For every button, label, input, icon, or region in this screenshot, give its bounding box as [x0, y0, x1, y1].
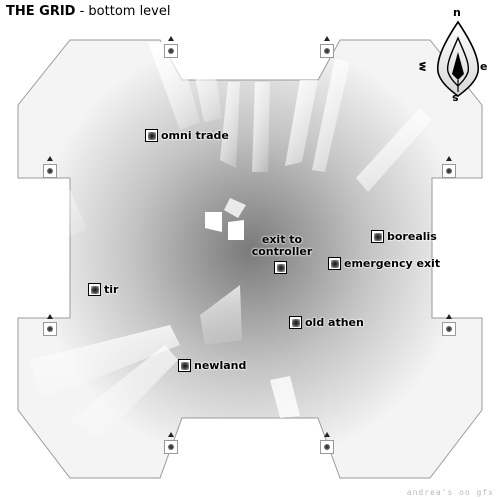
compass-rose-icon	[436, 20, 480, 98]
location-label: borealis	[387, 230, 437, 243]
door-marker-icon[interactable]	[43, 164, 57, 178]
door-arrow-icon	[47, 156, 53, 161]
door-arrow-icon	[446, 314, 452, 319]
door-marker-icon[interactable]	[164, 44, 178, 58]
location-label: old athen	[305, 316, 364, 329]
location-borealis[interactable]: borealis	[371, 230, 437, 243]
door-arrow-icon	[446, 156, 452, 161]
location-emergency-exit[interactable]: emergency exit	[328, 257, 440, 270]
location-marker-icon	[178, 359, 191, 372]
location-label: newland	[194, 359, 247, 372]
compass-south-label: s	[452, 92, 459, 105]
location-tir[interactable]: tir	[88, 283, 118, 296]
door-arrow-icon	[324, 36, 330, 41]
page-title: THE GRID - bottom level	[6, 4, 171, 19]
door-arrow-icon	[168, 36, 174, 41]
location-label: exit to controller	[251, 233, 313, 258]
location-exit-to-controller[interactable]	[274, 261, 287, 274]
compass-east-label: e	[480, 60, 488, 73]
location-marker-icon	[289, 316, 302, 329]
door-arrow-icon	[168, 432, 174, 437]
location-newland[interactable]: newland	[178, 359, 246, 372]
compass-west-label: w	[416, 61, 430, 72]
location-label: tir	[104, 283, 119, 296]
door-marker-icon[interactable]	[43, 322, 57, 336]
door-arrow-icon	[47, 314, 53, 319]
door-marker-icon[interactable]	[164, 440, 178, 454]
door-marker-icon[interactable]	[442, 322, 456, 336]
location-marker-icon	[328, 257, 341, 270]
location-marker-icon	[274, 261, 287, 274]
location-omni-trade[interactable]: omni trade	[145, 129, 229, 142]
door-marker-icon[interactable]	[442, 164, 456, 178]
location-marker-icon	[371, 230, 384, 243]
location-marker-icon	[145, 129, 158, 142]
location-label: emergency exit	[344, 257, 441, 270]
door-marker-icon[interactable]	[320, 44, 334, 58]
credit-text: andrea's oo gfx	[406, 488, 494, 497]
light-beams	[30, 42, 432, 440]
location-label: omni trade	[161, 129, 229, 142]
floor-area	[17, 39, 483, 479]
compass-north-label: n	[453, 6, 461, 19]
location-marker-icon	[88, 283, 101, 296]
location-old-athen[interactable]: old athen	[289, 316, 364, 329]
door-marker-icon[interactable]	[320, 440, 334, 454]
door-arrow-icon	[324, 432, 330, 437]
